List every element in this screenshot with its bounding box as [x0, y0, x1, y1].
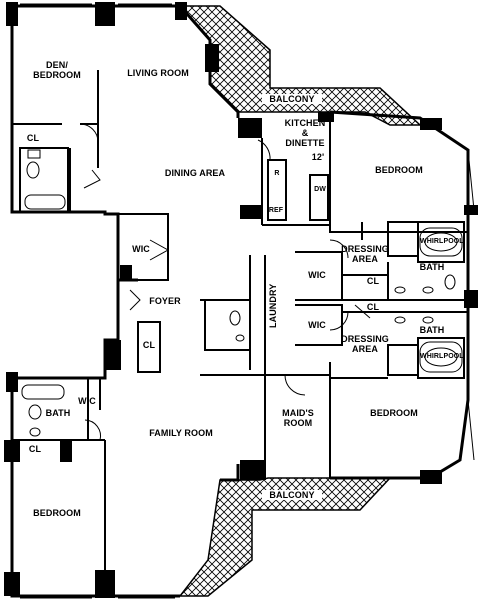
- label-bedroom-lower-right: BEDROOM: [370, 408, 418, 418]
- label-range: R: [274, 170, 280, 177]
- label-cl-lower-left: CL: [28, 444, 42, 454]
- label-whirlpool-lower: WHIRLPOOL: [420, 353, 464, 360]
- label-wic-left: WIC: [132, 244, 150, 254]
- label-balcony-bottom: BALCONY: [262, 490, 322, 500]
- label-den-bedroom: DEN/ BEDROOM: [33, 60, 81, 80]
- label-wic-right-upper: WIC: [308, 270, 326, 280]
- label-laundry: LAUNDRY: [268, 283, 278, 329]
- label-dining-area: DINING AREA: [164, 168, 226, 178]
- label-refrigerator: REF: [268, 207, 284, 214]
- label-balcony-top: BALCONY: [262, 94, 322, 104]
- label-cl-foyer: CL: [142, 340, 156, 350]
- label-bath-lower-left: BATH: [45, 408, 71, 418]
- label-dishwasher: DW: [314, 186, 326, 193]
- interior-walls: [12, 70, 468, 570]
- label-foyer: FOYER: [149, 296, 181, 306]
- label-bedroom-top-right: BEDROOM: [375, 165, 423, 175]
- door-swings: [79, 123, 371, 441]
- label-bath-lower-right: BATH: [419, 325, 445, 335]
- label-living-room: LIVING ROOM: [127, 68, 189, 78]
- label-maids-room: MAID'S ROOM: [282, 408, 314, 428]
- label-kitchen-dinette: KITCHEN & DINETTE: [284, 118, 326, 148]
- label-dressing-area-upper: DRESSING AREA: [341, 244, 389, 264]
- label-bath-upper-right: BATH: [419, 262, 445, 272]
- bath-fixtures: [21, 149, 463, 437]
- label-wic-lower-left: WIC: [78, 396, 96, 406]
- label-family-room: FAMILY ROOM: [149, 428, 213, 438]
- windows: [20, 3, 475, 599]
- label-whirlpool-upper: WHIRLPOOL: [420, 238, 464, 245]
- label-dressing-area-lower: DRESSING AREA: [341, 334, 389, 354]
- wall-columns: [4, 2, 478, 598]
- label-wic-right-lower: WIC: [308, 320, 326, 330]
- label-bedroom-lower-left: BEDROOM: [33, 508, 81, 518]
- label-kitchen-dimension: 12': [311, 152, 325, 162]
- label-cl-right-upper: CL: [366, 276, 380, 286]
- label-cl-right-lower: CL: [366, 302, 380, 312]
- label-cl-upper-left: CL: [26, 133, 40, 143]
